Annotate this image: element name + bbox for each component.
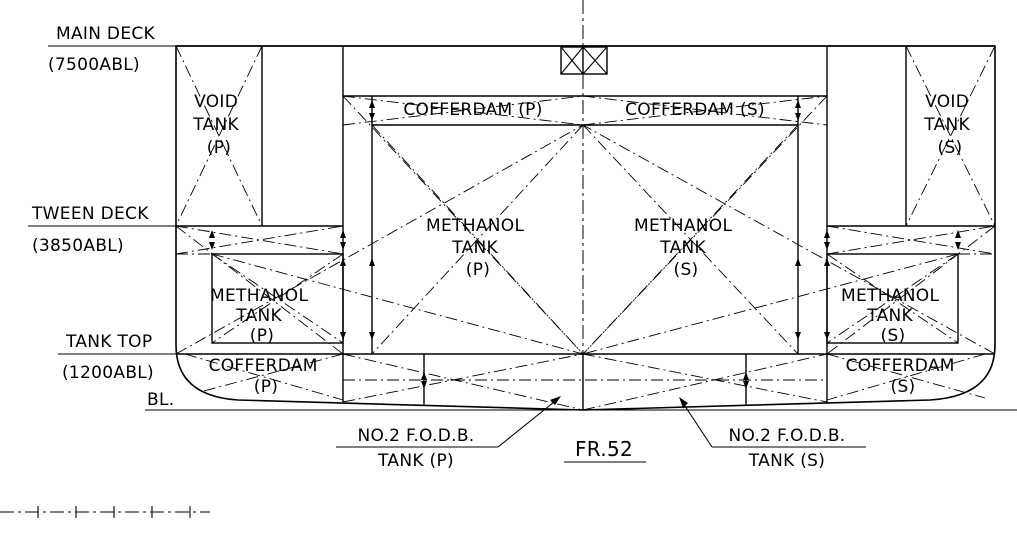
cofferdam-lower-p-label: COFFERDAM (P) <box>209 356 324 397</box>
methanol-tank-center-s-label: METHANOL TANK (S) <box>634 216 738 280</box>
frame-label: FR.52 <box>575 437 633 461</box>
tank-top-height: (1200ABL) <box>62 363 154 383</box>
main-deck-label: MAIN DECK <box>56 24 156 44</box>
tween-deck-height: (3850ABL) <box>32 236 124 256</box>
level-labels: MAIN DECK (7500ABL) TWEEN DECK (3850ABL)… <box>28 24 176 410</box>
dimension-arrows <box>209 100 961 389</box>
scale-bar <box>0 506 210 518</box>
fodb-tank-p-line1: NO.2 F.O.D.B. <box>357 426 474 446</box>
baseline-label: BL. <box>147 390 174 410</box>
tank-boundaries <box>175 45 996 411</box>
fodb-tank-s-line2: TANK (S) <box>748 451 825 471</box>
hull-structure <box>145 45 1017 411</box>
methanol-tank-wing-s-label: METHANOL TANK (S) <box>841 286 945 346</box>
fodb-tank-p-callout: NO.2 F.O.D.B. TANK (P) <box>336 396 561 471</box>
fodb-tank-p-line2: TANK (P) <box>377 451 454 471</box>
fodb-tank-s-callout: NO.2 F.O.D.B. TANK (S) <box>679 397 866 471</box>
methanol-tank-wing-p-label: METHANOL TANK (P) <box>210 286 314 346</box>
cofferdam-lower-s-label: COFFERDAM (S) <box>846 356 961 397</box>
hull-outline <box>175 45 996 411</box>
hatch-symbol <box>560 46 608 75</box>
tween-deck-label: TWEEN DECK <box>31 204 149 224</box>
void-tank-s-label: VOID TANK (S) <box>923 92 975 158</box>
void-tank-p-label: VOID TANK (P) <box>192 92 244 158</box>
tank-labels: VOID TANK (P) VOID TANK (S) COFFERDAM (P… <box>192 92 975 471</box>
main-deck-height: (7500ABL) <box>48 55 140 75</box>
methanol-tank-center-p-label: METHANOL TANK (P) <box>426 216 530 280</box>
tank-top-label: TANK TOP <box>65 332 152 352</box>
cofferdam-upper-s-label: COFFERDAM (S) <box>625 100 765 120</box>
fodb-tank-s-line1: NO.2 F.O.D.B. <box>728 426 845 446</box>
cofferdam-upper-p-label: COFFERDAM (P) <box>403 100 542 120</box>
